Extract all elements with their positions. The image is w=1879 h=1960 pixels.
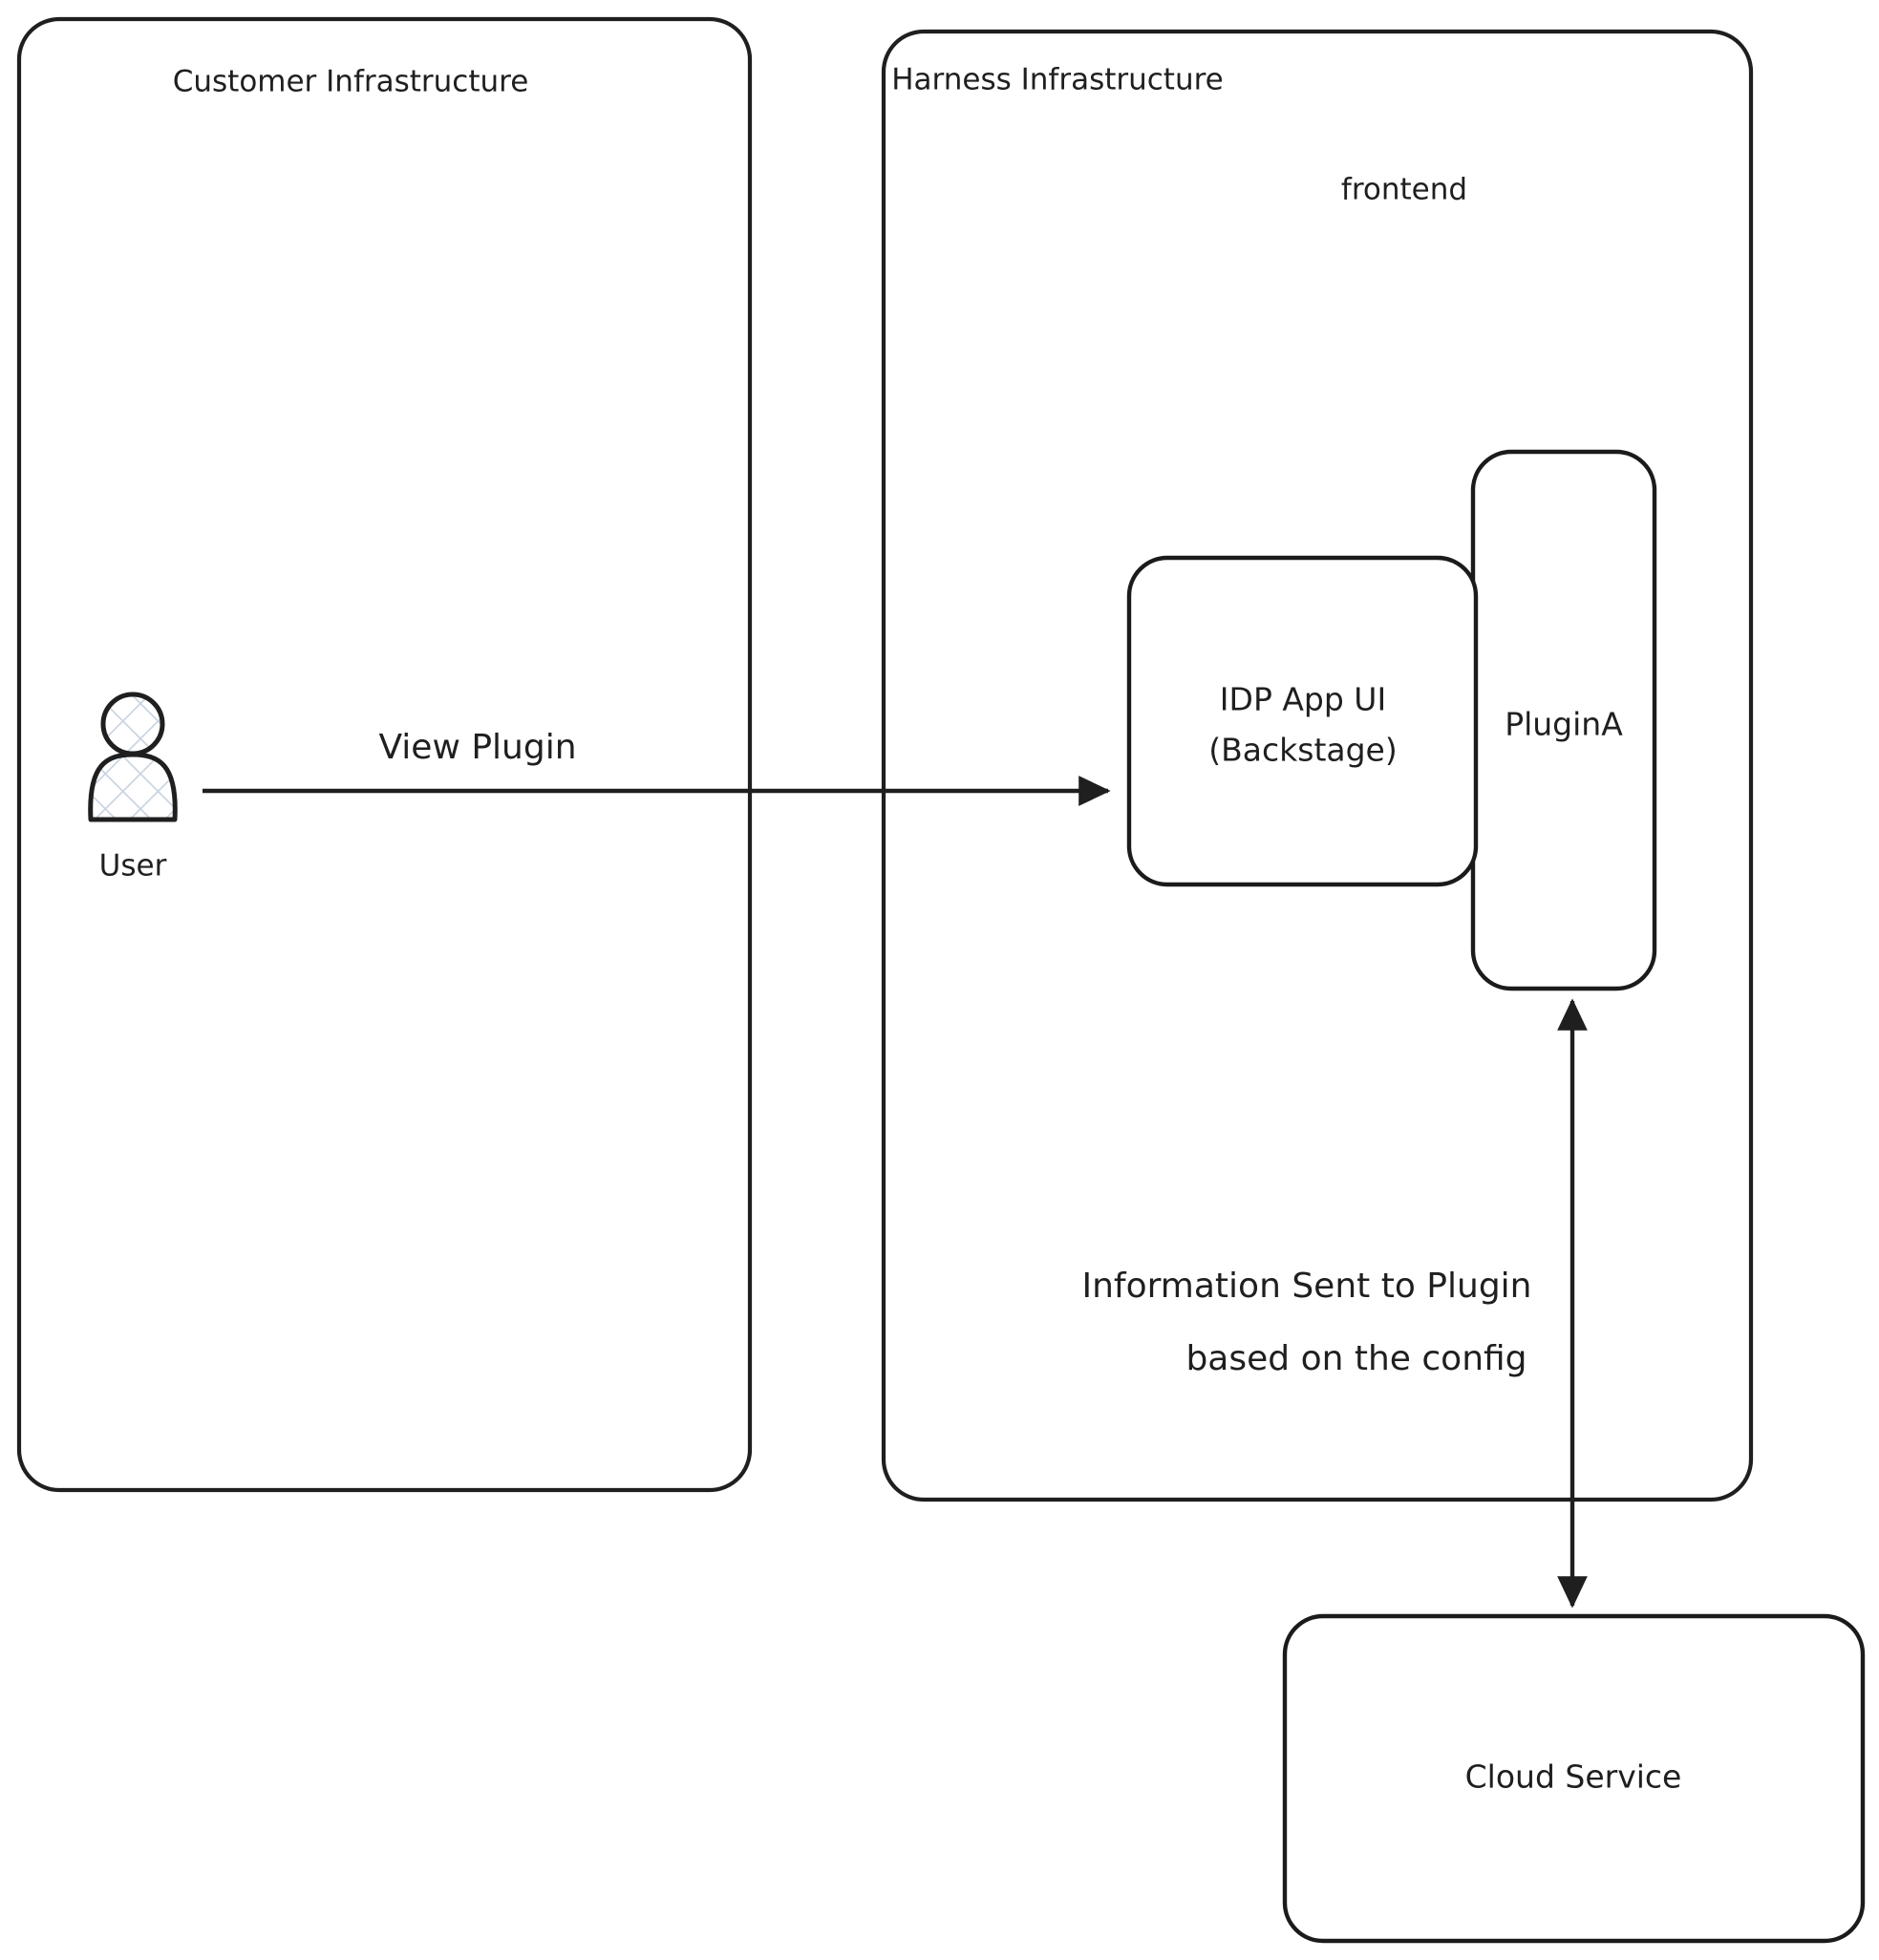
actor-user-label: User	[99, 849, 167, 884]
edge-user-to-idp-label: View Plugin	[378, 728, 576, 767]
actor-user[interactable]: User	[88, 692, 178, 884]
node-idp-app-ui[interactable]: IDP App UI (Backstage)	[1126, 555, 1479, 887]
edge-plugin-to-cloud-label-line2: based on the config	[1185, 1339, 1527, 1378]
node-plugin-a[interactable]: PluginA	[1470, 449, 1657, 991]
node-cloud-service-border	[1282, 1613, 1866, 1944]
frontend-label: frontend	[1341, 173, 1467, 207]
group-harness-infrastructure-title: Harness Infrastructure	[891, 63, 1224, 97]
node-idp-app-ui-label-line2: (Backstage)	[1208, 732, 1397, 769]
node-cloud-service[interactable]: Cloud Service	[1282, 1613, 1866, 1944]
edge-plugin-to-cloud[interactable]: Information Sent to Plugin based on the …	[1082, 998, 1588, 1608]
group-customer-infrastructure[interactable]: Customer Infrastructure	[16, 16, 753, 1493]
edge-plugin-to-cloud-label-line1: Information Sent to Plugin	[1082, 1267, 1532, 1306]
group-customer-infrastructure-border	[16, 16, 753, 1493]
node-idp-app-ui-border	[1126, 555, 1479, 887]
user-actor-icon	[88, 692, 178, 822]
node-cloud-service-label: Cloud Service	[1465, 1758, 1682, 1796]
user-body-icon	[88, 752, 178, 822]
node-idp-app-ui-label-line1: IDP App UI	[1220, 681, 1386, 718]
user-head-icon	[100, 692, 165, 756]
node-plugin-a-label: PluginA	[1505, 706, 1623, 743]
group-customer-infrastructure-title: Customer Infrastructure	[173, 65, 529, 99]
edge-user-to-idp[interactable]: View Plugin	[203, 728, 1111, 806]
